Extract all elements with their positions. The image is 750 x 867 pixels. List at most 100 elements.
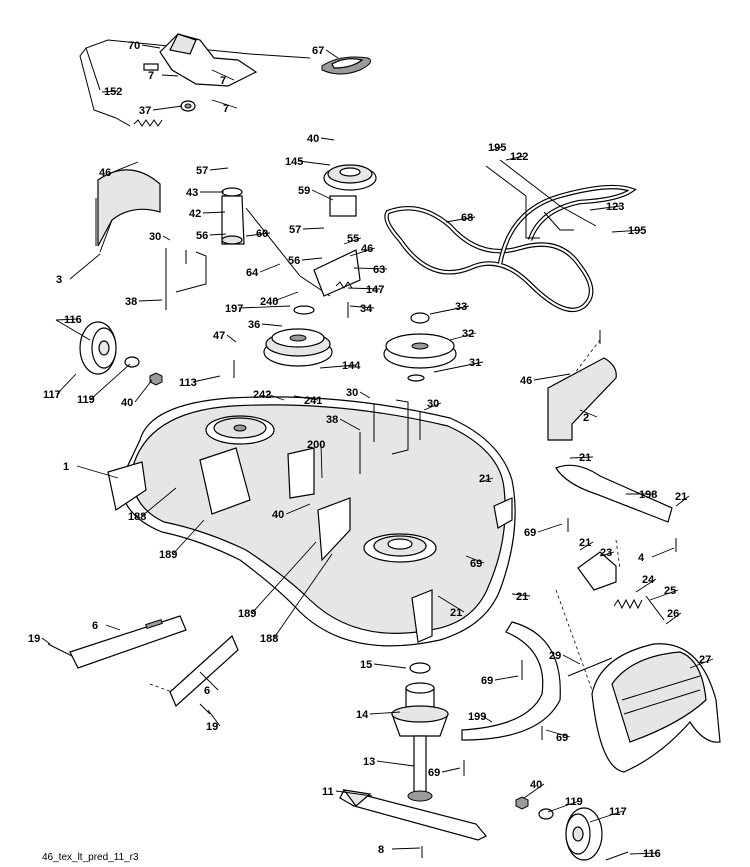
leader-line xyxy=(298,160,331,166)
lift-arm-6-upper xyxy=(47,615,187,669)
leader-line xyxy=(651,547,675,558)
pulley-36 xyxy=(263,305,333,367)
leader-line xyxy=(301,257,323,261)
leader-line xyxy=(76,465,119,479)
leader-line xyxy=(141,44,161,49)
rod-assembly-123 xyxy=(485,159,597,239)
part-callout-label: 69 xyxy=(428,767,440,779)
leader-line xyxy=(376,760,415,767)
part-callout-label: 119 xyxy=(77,394,95,406)
leader-line xyxy=(579,409,598,418)
leader-line xyxy=(207,709,221,727)
part-callout-label: 240 xyxy=(260,296,278,308)
leader-line xyxy=(226,334,237,343)
leader-line xyxy=(172,519,205,555)
leader-line xyxy=(273,553,333,639)
part-callout-label: 116 xyxy=(643,848,661,860)
part-callout-label: 8 xyxy=(378,844,384,856)
part-callout-label: 188 xyxy=(260,633,278,645)
leader-line xyxy=(273,291,299,302)
part-callout-label: 23 xyxy=(600,547,612,559)
bracket-23 xyxy=(577,551,617,591)
part-callout-label: 19 xyxy=(28,633,40,645)
leader-line xyxy=(319,364,357,369)
leader-line xyxy=(161,74,179,77)
part-callout-label: 63 xyxy=(373,264,385,276)
lift-handle-assembly xyxy=(79,33,311,127)
bracket-60 xyxy=(221,187,331,297)
part-callout-label: 70 xyxy=(128,40,140,52)
leader-line xyxy=(293,395,319,401)
part-callout-label: 7 xyxy=(220,75,226,87)
leader-line xyxy=(245,232,271,237)
leader-line xyxy=(635,578,657,593)
leader-line xyxy=(320,137,335,141)
discharge-chute-27 xyxy=(591,643,721,773)
leader-line xyxy=(55,318,79,321)
part-callout-label: 117 xyxy=(609,806,627,818)
part-callout-label: 67 xyxy=(312,45,324,57)
part-callout-label: 195 xyxy=(628,225,646,237)
part-callout-label: 37 xyxy=(139,105,151,117)
leader-line xyxy=(56,373,77,395)
part-callout-label: 30 xyxy=(149,231,161,243)
part-callout-label: 46 xyxy=(361,243,373,255)
rod-29 xyxy=(567,657,613,677)
leader-line xyxy=(211,69,235,81)
leader-line xyxy=(69,253,101,280)
leader-line xyxy=(689,658,714,669)
part-callout-label: 122 xyxy=(510,151,528,163)
part-callout-label: 60 xyxy=(256,228,268,240)
leader-line xyxy=(238,305,291,309)
leader-line xyxy=(423,402,442,411)
part-callout-label: 57 xyxy=(289,224,301,236)
part-callout-label: 59 xyxy=(298,185,310,197)
leader-line xyxy=(373,663,407,669)
part-callout-label: 32 xyxy=(462,328,474,340)
leader-line xyxy=(675,495,690,507)
part-callout-label: 55 xyxy=(347,233,359,245)
leader-line xyxy=(629,852,658,855)
belt-guard-3 xyxy=(97,169,161,253)
part-callout-label: 123 xyxy=(606,201,624,213)
part-callout-label: 6 xyxy=(92,620,98,632)
leader-line xyxy=(199,671,219,691)
tension-bracket-63 xyxy=(313,249,361,297)
part-callout-label: 189 xyxy=(238,608,256,620)
leader-line xyxy=(211,99,238,109)
part-callout-label: 197 xyxy=(225,303,243,315)
leader-line xyxy=(611,229,643,233)
leader-line xyxy=(589,810,624,823)
part-callout-label: 30 xyxy=(346,387,358,399)
leader-line xyxy=(152,105,183,111)
part-callout-label: 26 xyxy=(667,608,679,620)
leader-line xyxy=(320,443,323,479)
leader-line xyxy=(343,237,362,245)
leader-line xyxy=(349,247,376,257)
leader-line xyxy=(349,305,375,309)
pulley-32 xyxy=(383,312,457,382)
part-callout-label: 3 xyxy=(56,274,62,286)
belt-guard-2 xyxy=(547,357,617,441)
part-callout-label: 21 xyxy=(450,607,462,619)
part-callout-label: 145 xyxy=(285,156,303,168)
leader-line xyxy=(579,541,594,551)
part-callout-label: 189 xyxy=(159,549,177,561)
part-callout-label: 116 xyxy=(64,314,82,326)
leader-line xyxy=(441,767,461,773)
part-callout-label: 6 xyxy=(204,685,210,697)
part-callout-label: 33 xyxy=(455,301,467,313)
part-callout-label: 144 xyxy=(342,360,361,372)
leader-line xyxy=(445,216,476,223)
leader-line xyxy=(649,589,679,601)
leader-line xyxy=(465,555,485,564)
leader-line xyxy=(481,715,493,723)
leader-line xyxy=(569,456,594,459)
part-callout-label: 64 xyxy=(246,267,259,279)
leader-line xyxy=(90,363,131,400)
part-callout-label: 147 xyxy=(366,284,384,296)
leader-line xyxy=(261,323,283,327)
part-callout-label: 11 xyxy=(322,786,334,798)
leader-line xyxy=(391,847,421,850)
